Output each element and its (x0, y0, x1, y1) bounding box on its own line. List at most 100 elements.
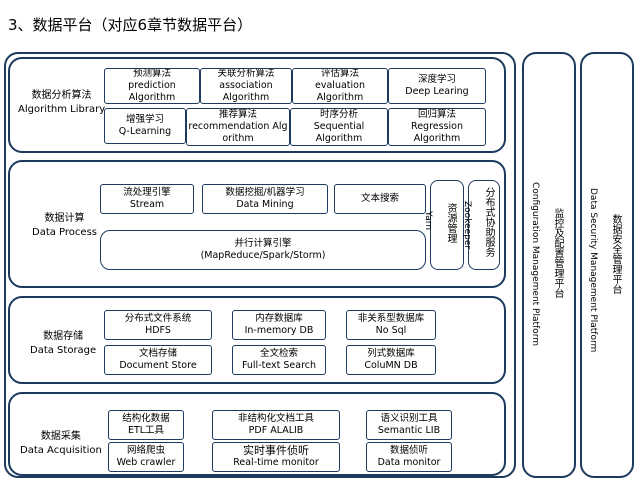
algo-box-sequential: 时序分析 Sequential Algorithm (290, 108, 388, 146)
storage-box-cn: 非关系型数据库 (357, 313, 425, 324)
algo-box-en1: Deep Learing (405, 86, 469, 97)
algo-box-association: 关联分析算法 association Algorithm (200, 68, 292, 104)
data-mining-box: 数据挖掘/机器学习 Data Mining (202, 184, 328, 214)
acq-box-en: Real-time monitor (233, 457, 319, 468)
parallel-en: (MapReduce/Spark/Storm) (200, 250, 326, 261)
text-search-box: 文本搜索 (334, 184, 426, 214)
acq-box-cn: 实时事件侦听 (243, 444, 309, 457)
in-memory-db-box: 内存数据库 In-memory DB (232, 310, 326, 340)
security-panel-cn: 数据安全管理平台 (610, 214, 621, 294)
acq-box-en: ETL工具 (127, 425, 165, 436)
process-label-en: Data Process (32, 227, 97, 238)
storage-box-cn: 列式数据库 (367, 348, 415, 359)
algorithm-label-cn: 数据分析算法 (31, 90, 92, 101)
yarn-box: 资源管理 Yarn (423, 180, 464, 270)
storage-box-cn: 文档存储 (138, 348, 177, 359)
algo-box-deep-learning: 深度学习 Deep Learing (388, 68, 486, 104)
acq-box-en: Semantic LIB (377, 425, 441, 436)
storage-box-en: Document Store (119, 360, 197, 371)
stream-cn: 流处理引擎 (123, 187, 171, 198)
hdfs-box: 分布式文件系统 HDFS (104, 310, 212, 340)
algo-box-regression: 回归算法 Regression Algorithm (388, 108, 486, 146)
algo-box-en1: Q-Learning (118, 126, 172, 137)
algo-box-en2: Algorithm (128, 92, 176, 103)
algo-box-en2: Algorithm (316, 92, 364, 103)
storage-label-en: Data Storage (30, 345, 97, 356)
algo-box-prediction: 预测算法 prediction Algorithm (104, 68, 200, 104)
algo-box-en1: Regression (411, 121, 463, 132)
acq-box-cn: 非结构化文档工具 (237, 413, 314, 424)
etl-box: 结构化数据 ETL工具 (108, 410, 184, 440)
platform-frame (4, 52, 516, 478)
stream-engine-box: 流处理引擎 Stream (100, 184, 194, 214)
yarn-cn: 资源管理 (445, 203, 456, 243)
acq-box-cn: 结构化数据 (122, 413, 170, 424)
storage-box-en: HDFS (145, 325, 171, 336)
semantic-lib-box: 语义识别工具 Semantic LIB (366, 410, 452, 440)
algo-box-en2: Algorithm (222, 92, 270, 103)
config-management-panel: 监控及配置管理平台 Configuration Management Platf… (522, 52, 576, 478)
zookeeper-en: Zookeeper (462, 201, 472, 250)
parallel-engine-box: 并行计算引擎 (MapReduce/Spark/Storm) (100, 230, 426, 270)
config-panel-en: Configuration Management Platform (530, 182, 540, 346)
algo-box-cn: 深度学习 (417, 74, 456, 85)
algo-box-en1: recommendation Alg (188, 121, 288, 132)
storage-box-en: ColuMN DB (364, 360, 418, 371)
algo-box-cn: 预测算法 (132, 68, 171, 79)
storage-box-en: Full-text Search (241, 360, 317, 371)
acq-box-en: Data monitor (377, 457, 441, 468)
pdf-tool-box: 非结构化文档工具 PDF ALALIB (212, 410, 340, 440)
algo-box-cn: 增强学习 (125, 114, 164, 125)
storage-layer-label: 数据存储 Data Storage (30, 330, 96, 358)
column-db-box: 列式数据库 ColuMN DB (346, 345, 436, 375)
algo-box-evaluation: 评估算法 evaluation Algorithm (292, 68, 388, 104)
yarn-en: Yarn (423, 211, 433, 231)
parallel-cn: 并行计算引擎 (234, 238, 292, 249)
algo-box-en1: Sequential (313, 121, 365, 132)
search-cn: 文本搜索 (360, 193, 399, 204)
algorithm-layer-label: 数据分析算法 Algorithm Library (18, 89, 105, 117)
storage-box-en: No Sql (375, 325, 407, 336)
stream-en: Stream (129, 199, 165, 210)
storage-box-en: In-memory DB (244, 325, 314, 336)
zookeeper-cn: 分布式协助服务 (483, 187, 494, 257)
algorithm-label-en: Algorithm Library (18, 104, 106, 115)
web-crawler-box: 网络爬虫 Web crawler (108, 442, 184, 472)
acquisition-layer-label: 数据采集 Data Acquisition (20, 430, 102, 458)
algo-box-en1: prediction (128, 80, 176, 91)
full-text-search-box: 全文检索 Full-text Search (232, 345, 326, 375)
algo-box-cn: 关联分析算法 (217, 68, 275, 79)
data-monitor-box: 数据侦听 Data monitor (366, 442, 452, 472)
algo-box-cn: 推荐算法 (218, 109, 257, 120)
security-management-panel: 数据安全管理平台 Data Security Management Platfo… (580, 52, 634, 478)
algo-box-recommendation: 推荐算法 recommendation Alg orithm (186, 108, 290, 146)
zookeeper-box: 分布式协助服务 Zookeeper (462, 180, 500, 270)
acq-box-cn: 语义识别工具 (380, 413, 438, 424)
process-label-cn: 数据计算 (44, 213, 85, 224)
realtime-monitor-box: 实时事件侦听 Real-time monitor (212, 442, 340, 472)
algo-box-en1: association (219, 80, 273, 91)
storage-box-cn: 分布式文件系统 (124, 313, 192, 324)
algo-box-en2: Algorithm (315, 133, 363, 144)
config-panel-cn: 监控及配置管理平台 (552, 208, 563, 298)
algo-box-en1: evaluation (315, 80, 365, 91)
storage-box-cn: 全文检索 (259, 348, 298, 359)
acquisition-label-cn: 数据采集 (40, 431, 81, 442)
algo-box-cn: 时序分析 (319, 109, 358, 120)
mining-en: Data Mining (236, 199, 294, 210)
nosql-box: 非关系型数据库 No Sql (346, 310, 436, 340)
acq-box-cn: 数据侦听 (389, 445, 428, 456)
storage-box-cn: 内存数据库 (255, 313, 303, 324)
algo-box-cn: 回归算法 (417, 109, 456, 120)
algo-box-q-learning: 增强学习 Q-Learning (104, 108, 186, 144)
acq-box-en: PDF ALALIB (248, 425, 304, 436)
page-title: 3、数据平台（对应6章节数据平台） (8, 16, 253, 34)
acquisition-label-en: Data Acquisition (20, 445, 102, 456)
document-store-box: 文档存储 Document Store (104, 345, 212, 375)
algo-box-en2: Algorithm (413, 133, 461, 144)
storage-label-cn: 数据存储 (43, 331, 84, 342)
algo-box-cn: 评估算法 (320, 68, 359, 79)
mining-cn: 数据挖掘/机器学习 (225, 187, 305, 198)
acq-box-cn: 网络爬虫 (126, 445, 165, 456)
process-layer-label: 数据计算 Data Process (32, 212, 97, 240)
